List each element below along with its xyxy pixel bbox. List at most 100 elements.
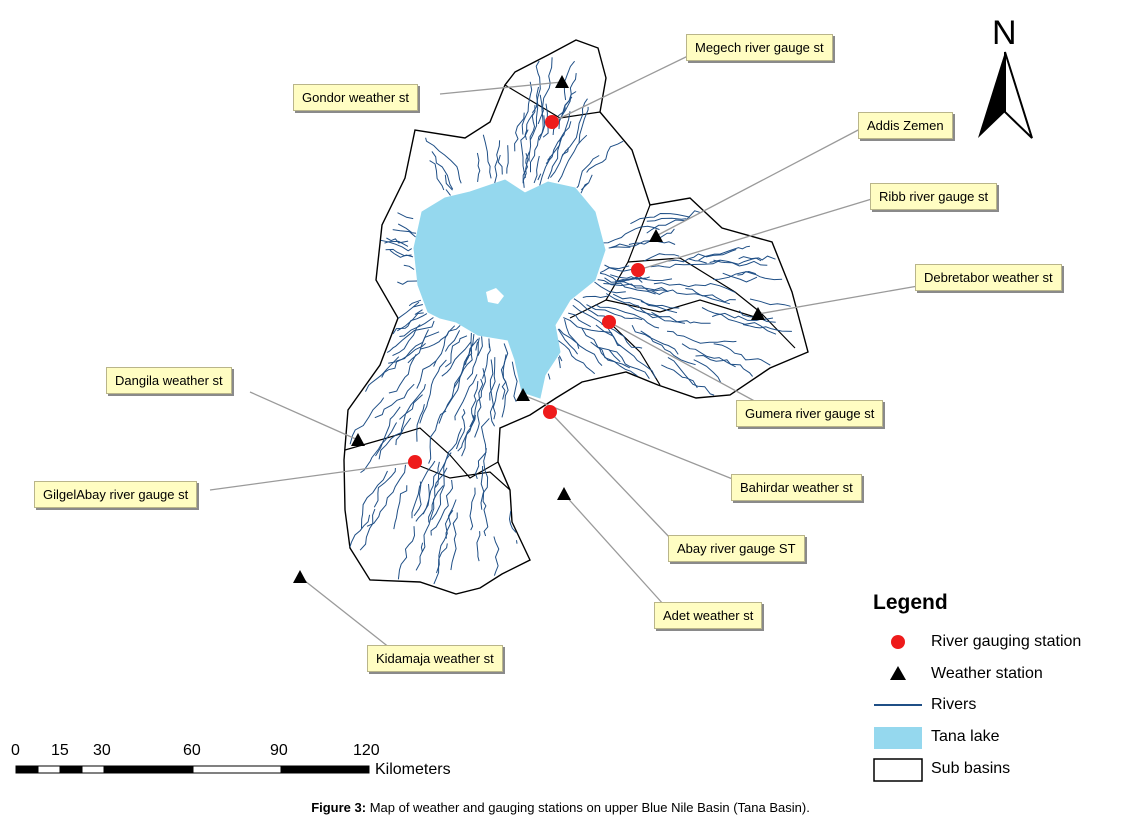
leader-gondor bbox=[439, 81, 563, 95]
river-segment bbox=[516, 540, 518, 544]
river-segment bbox=[428, 410, 447, 464]
river-segment bbox=[476, 531, 481, 562]
leader-gilgelabay bbox=[209, 461, 416, 491]
legend-label: Rivers bbox=[931, 696, 977, 713]
river-segment bbox=[492, 383, 501, 420]
label-debretabor: Debretabor weather st bbox=[915, 264, 1062, 291]
river-segment bbox=[480, 448, 489, 510]
river-segment bbox=[422, 461, 440, 515]
leader-bahirdar bbox=[522, 394, 736, 481]
river-segment bbox=[386, 320, 435, 353]
scale-tick: 60 bbox=[183, 742, 201, 759]
river-segment bbox=[407, 331, 440, 364]
gauge-marker-gumera bbox=[602, 315, 616, 329]
river-segment bbox=[557, 339, 596, 375]
leader-ribb bbox=[637, 197, 876, 271]
river-segment bbox=[604, 264, 634, 272]
river-segment bbox=[482, 134, 492, 179]
river-segment bbox=[381, 329, 429, 378]
river-segment bbox=[441, 341, 472, 377]
label-abay: Abay river gauge ST bbox=[668, 535, 805, 562]
scale-bar bbox=[15, 765, 370, 774]
river-segment bbox=[434, 428, 462, 488]
stations bbox=[293, 75, 765, 583]
river-segment bbox=[557, 328, 579, 355]
river-segment bbox=[361, 470, 388, 529]
tana-lake bbox=[413, 179, 606, 399]
river-segment bbox=[373, 467, 396, 508]
river-segment bbox=[360, 422, 398, 474]
river-segment bbox=[643, 253, 680, 262]
river-segment bbox=[640, 330, 696, 366]
river-segment bbox=[737, 271, 783, 281]
river-segment bbox=[653, 282, 736, 294]
label-bahirdar: Bahirdar weather st bbox=[731, 474, 862, 501]
river-segment bbox=[393, 485, 408, 530]
river-segment bbox=[378, 417, 412, 460]
label-ribb: Ribb river gauge st bbox=[870, 183, 998, 210]
river-segment bbox=[661, 364, 698, 389]
scale-tick: 90 bbox=[270, 742, 288, 759]
gauge-marker-megech bbox=[545, 115, 559, 129]
river-segment bbox=[384, 240, 409, 247]
river-segment bbox=[547, 373, 551, 380]
weather-marker-bahirdar bbox=[516, 388, 530, 401]
legend-lake-icon bbox=[874, 727, 922, 749]
river-segment bbox=[466, 337, 480, 380]
river-segment bbox=[474, 368, 486, 420]
river-segment bbox=[450, 512, 458, 571]
river-segment bbox=[428, 467, 448, 523]
river-segment bbox=[500, 354, 509, 418]
river-segment bbox=[564, 319, 603, 366]
leader-debretabor bbox=[757, 285, 919, 315]
river-segment bbox=[695, 354, 753, 377]
river-segment bbox=[411, 460, 436, 519]
river-segment bbox=[576, 155, 600, 189]
river-segment bbox=[547, 134, 564, 180]
river-segment bbox=[749, 298, 791, 307]
river-segment bbox=[457, 414, 476, 452]
river-segment bbox=[599, 265, 630, 274]
river-segment bbox=[586, 304, 643, 321]
river-segment bbox=[397, 223, 417, 234]
river-segment bbox=[477, 336, 483, 357]
river-segment bbox=[397, 212, 414, 220]
river-segment bbox=[605, 293, 662, 319]
river-segment bbox=[392, 313, 428, 335]
river-segment bbox=[630, 212, 691, 225]
river-segment bbox=[408, 299, 422, 307]
river-segment bbox=[595, 324, 656, 379]
basin-outline bbox=[343, 39, 809, 595]
river-segment bbox=[530, 115, 546, 173]
river-segment bbox=[380, 239, 412, 252]
river-segment bbox=[537, 173, 542, 181]
river-segment bbox=[501, 343, 509, 400]
leader-abay bbox=[549, 411, 673, 541]
river-segment bbox=[397, 280, 418, 285]
legend-label: Weather station bbox=[931, 665, 1043, 682]
leader-addis-zemen bbox=[655, 127, 863, 237]
river-segment bbox=[722, 272, 758, 283]
river-segment bbox=[349, 397, 385, 445]
river-segment bbox=[615, 281, 667, 292]
gauge-marker-ribb bbox=[631, 263, 645, 277]
river-segment bbox=[397, 526, 416, 580]
river-segment bbox=[651, 289, 731, 305]
river-segment bbox=[497, 154, 503, 175]
river-segment bbox=[573, 298, 612, 323]
river-segment bbox=[438, 353, 473, 424]
river-segment bbox=[666, 330, 737, 344]
scale-unit: Kilometers bbox=[375, 761, 451, 778]
river-segment bbox=[528, 105, 536, 162]
leader-dangila bbox=[249, 391, 359, 441]
river-segment bbox=[425, 137, 462, 184]
river-segment bbox=[429, 160, 445, 191]
river-segment bbox=[444, 174, 453, 191]
river-segment bbox=[709, 257, 762, 265]
scale-tick: 30 bbox=[93, 742, 111, 759]
river-segment bbox=[693, 359, 722, 383]
label-gilgelabay: GilgelAbay river gauge st bbox=[34, 481, 198, 508]
river-segment bbox=[469, 487, 476, 531]
river-segment bbox=[563, 317, 622, 347]
river-segment bbox=[713, 343, 771, 366]
